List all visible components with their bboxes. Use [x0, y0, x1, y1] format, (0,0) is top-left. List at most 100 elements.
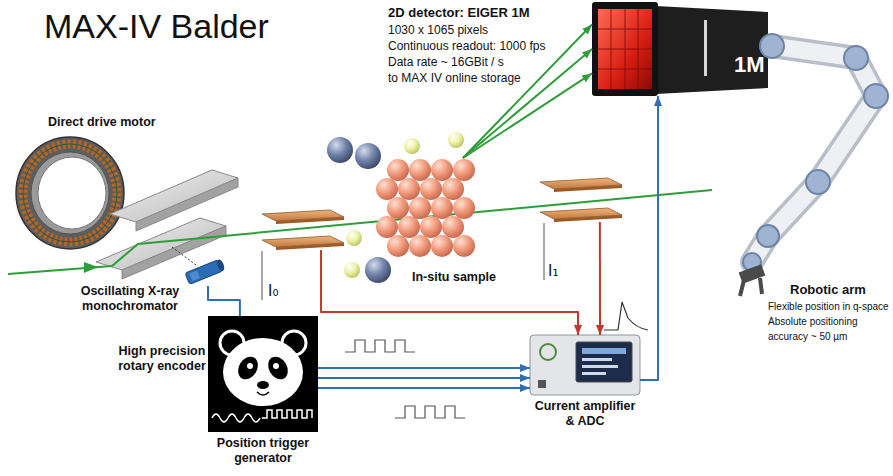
current-signal [321, 250, 578, 335]
ion-chamber: I₀ [262, 210, 344, 250]
chamber-label: I₀ [268, 282, 278, 300]
sample-particles [409, 159, 431, 181]
sample-particles [355, 143, 381, 169]
rotary-encoder [190, 271, 200, 281]
drive-motor-ring [16, 137, 124, 249]
current-amplifier: Current amplifier & ADC [530, 335, 640, 395]
sample-particles [376, 216, 398, 238]
spec-line: Continuous readout: 1000 fps [388, 38, 545, 54]
leader-line [262, 251, 263, 300]
panda-logo [247, 363, 253, 369]
sample-particles [398, 216, 420, 238]
eiger-detector [592, 2, 658, 96]
sample-particles [448, 132, 464, 148]
ion-chamber: I₁ [540, 178, 622, 222]
panda-logo [262, 410, 312, 418]
ion-chamber-plates [540, 178, 622, 222]
robotic-arm [864, 84, 888, 108]
current-amplifier-box [582, 372, 606, 375]
panda-logo [223, 338, 303, 406]
detector-trigger [640, 96, 658, 380]
part-label: Robotic arm [790, 282, 866, 298]
part-label: Position trigger generator [203, 436, 323, 466]
trigger-pulse [318, 387, 530, 389]
ion-chamber-plates [262, 210, 344, 250]
monochromator: Oscillating X-ray monochromator [96, 170, 238, 280]
current-amplifier-box [582, 358, 612, 361]
robotic-arm [740, 278, 762, 296]
pulse-train [395, 406, 465, 418]
robotic-arm [806, 170, 830, 194]
sample-particles [442, 216, 464, 238]
sample-particles [453, 197, 475, 219]
chamber-label: I₁ [548, 262, 558, 280]
current-amplifier-box [538, 380, 546, 388]
sample-particles [327, 132, 475, 283]
leader-line [544, 223, 545, 280]
sample-particles [453, 235, 475, 257]
ion-chamber-plates [554, 185, 622, 192]
sample-particles [409, 235, 431, 257]
diffracted-ray [463, 73, 592, 158]
ion-chamber-plates [276, 243, 344, 250]
robotic-arm [752, 46, 876, 262]
panda-logo [208, 316, 318, 432]
trigger-pulse [318, 377, 530, 379]
sample-particles [431, 159, 453, 181]
sample-particles [327, 137, 353, 163]
leader-line [262, 223, 544, 300]
sample-particles [376, 178, 398, 200]
sample-particles [387, 197, 409, 219]
sample-particles [344, 262, 360, 278]
panda-logo [257, 381, 269, 389]
eiger-detector [598, 9, 652, 89]
robotic-arm [752, 46, 876, 262]
spec-line: to MAX IV online storage [388, 70, 521, 86]
sample-particles [442, 178, 464, 200]
current-signal [599, 222, 601, 335]
current-amplifier-box [530, 335, 640, 395]
x-ray-beam [8, 190, 712, 274]
current-amplifier-box [582, 365, 618, 368]
eiger-detector [656, 6, 768, 94]
part-label: Current amplifier & ADC [532, 399, 638, 429]
eiger-detector [598, 9, 652, 89]
sample-particles [431, 235, 453, 257]
ion-chamber-plates [554, 215, 622, 222]
trigger-pulse [318, 367, 530, 369]
current-amplifier-box [576, 342, 632, 382]
encoder-link [172, 247, 196, 265]
signal-trace [604, 302, 648, 330]
panda-logo [212, 414, 260, 422]
rotary-encoder [185, 259, 226, 285]
panda-logo [208, 316, 318, 432]
sample-particles [409, 197, 431, 219]
rotary-encoder [216, 259, 226, 272]
robotic-arm [757, 225, 779, 247]
spec-heading: 2D detector: EIGER 1M [388, 5, 530, 21]
current-amplifier-box [582, 348, 626, 354]
current-amplifier-box [540, 344, 556, 360]
drive-motor-ring [23, 144, 117, 242]
drive-motor: Direct drive motor [16, 137, 124, 249]
x-ray-beam [8, 190, 712, 274]
drive-motor-ring [38, 157, 106, 229]
current-amplifier-box [530, 335, 640, 395]
rotary-encoder: High precision rotary encoder [184, 258, 224, 286]
spec-line: Absolute positioning accuracy ~ 50 µm [768, 314, 890, 344]
sample-particles [431, 197, 453, 219]
eiger-detector [592, 2, 768, 96]
spec-line: Flexible position in q-space [768, 299, 889, 314]
model-badge: 1M [734, 52, 765, 78]
robotic-arm: Robotic armFlexible position in q-spaceA… [768, 40, 890, 278]
diagram-title: MAX-IV Balder [44, 6, 269, 46]
robotic-arm [844, 46, 868, 70]
eiger-detector [704, 20, 707, 76]
pulse-train [345, 340, 415, 352]
part-label: In-situ sample [412, 270, 496, 285]
signal-trace [604, 302, 648, 330]
drive-motor-ring [31, 152, 109, 234]
panda-logo [257, 392, 269, 395]
part-label: High precision rotary encoder [114, 344, 210, 374]
